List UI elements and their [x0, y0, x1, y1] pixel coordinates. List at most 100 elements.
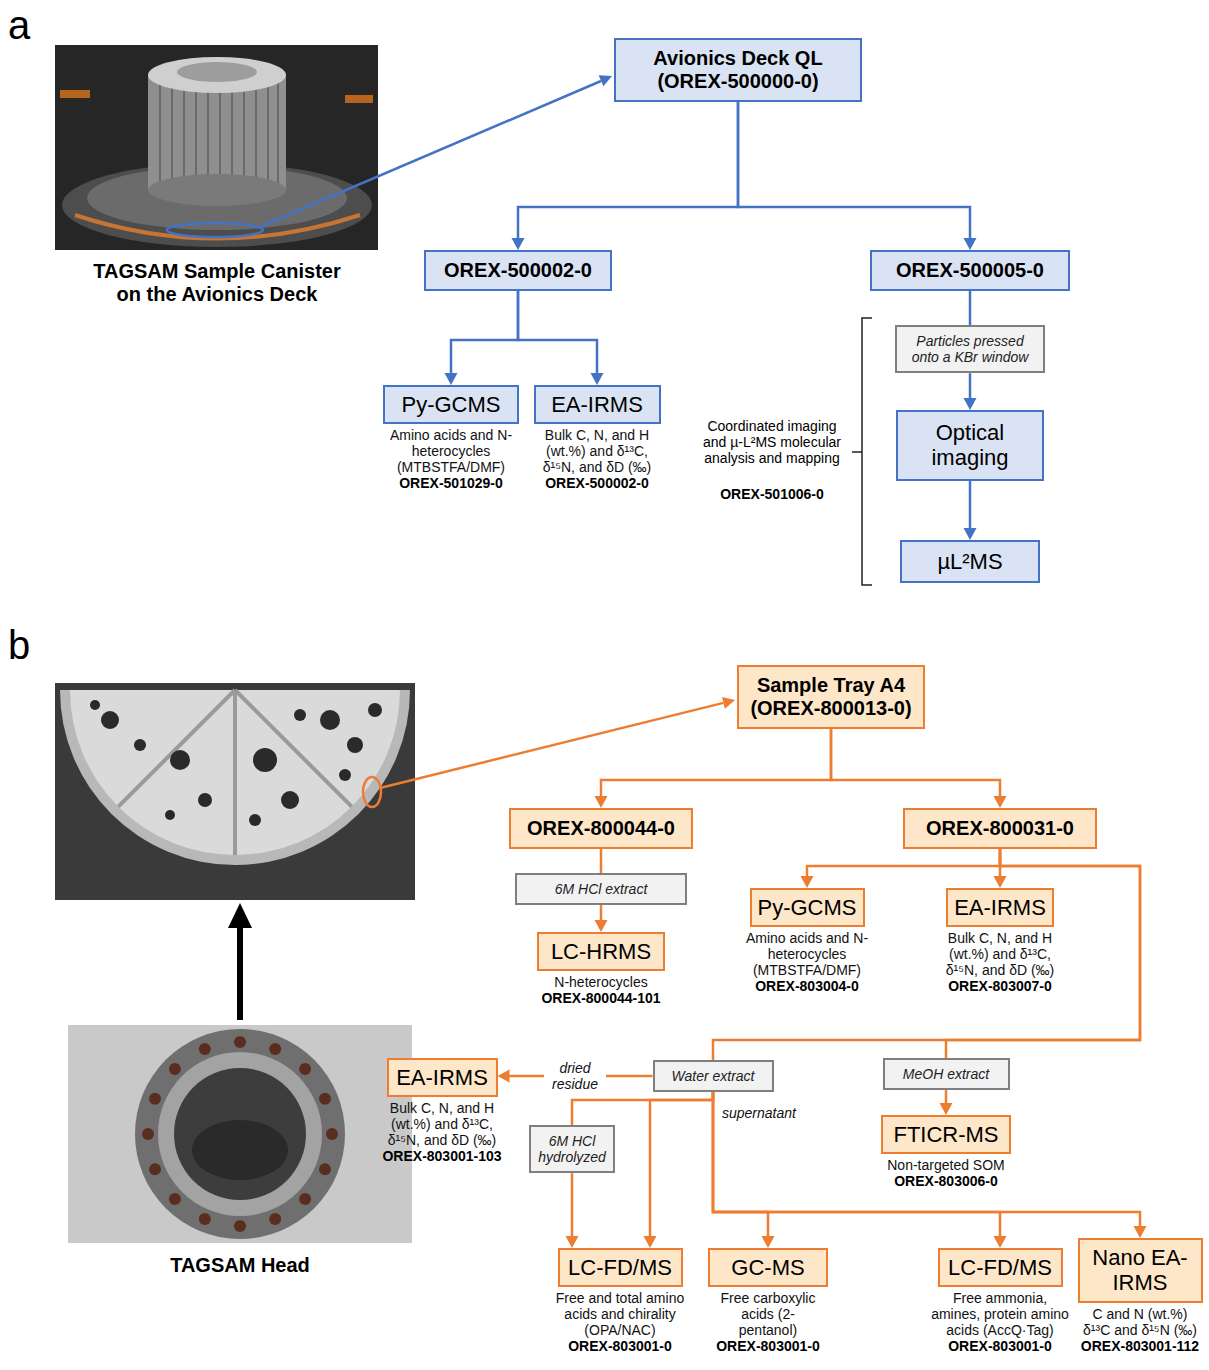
sample-box-title: Avionics Deck QL (OREX-500000-0) [614, 38, 862, 102]
connector-line [650, 1092, 713, 1238]
panel-letter: b [8, 622, 30, 668]
connector-line [601, 729, 831, 798]
sample-box-title: Sample Tray A4 (OREX-800013-0) [737, 665, 925, 729]
instrument-box-title: EA-IRMS [387, 1058, 498, 1097]
arrowhead [964, 528, 977, 540]
sample-id: OREX-803001-103 [382, 1148, 501, 1164]
sample-id: OREX-803007-0 [948, 978, 1052, 994]
sample-id: OREX-501029-0 [399, 475, 503, 491]
instrument-box-title: EA-IRMS [534, 385, 661, 424]
instrument-box: EA-IRMSBulk C, N, and H (wt.%) and δ¹³C,… [532, 385, 662, 491]
preparation-step-title: Water extract [653, 1060, 774, 1092]
preparation-step-title: 6M HCl extract [515, 873, 687, 905]
tagsam-head-photo [68, 1025, 412, 1243]
instrument-box: LC-FD/MSFree ammonia, amines, protein am… [928, 1248, 1073, 1354]
bracket [852, 318, 872, 585]
arrowhead [591, 373, 604, 385]
arrowhead [801, 876, 814, 888]
preparation-step: 6M HCl extract [515, 873, 687, 905]
sample-box-title: OREX-500002-0 [424, 250, 612, 291]
connector-line [969, 373, 972, 400]
instrument-box: Py-GCMSAmino acids and N-heterocycles (M… [383, 385, 519, 491]
method-caption: Bulk C, N, and H (wt.%) and δ¹³C, δ¹⁵N, … [377, 1100, 507, 1148]
connector [644, 1092, 714, 1248]
sample-box-title: OREX-500005-0 [870, 250, 1070, 291]
method-caption: Non-targeted SOM [876, 1157, 1016, 1173]
arrowhead [595, 796, 608, 808]
edge-label: supernatant [720, 1104, 798, 1122]
instrument-box-title: LC-FD/MS [558, 1248, 683, 1287]
arrowhead [566, 1236, 579, 1248]
connector [595, 905, 608, 932]
method-caption: Free carboxylic acids (2-pentanol) [712, 1290, 824, 1338]
sample-box: OREX-500002-0 [424, 250, 612, 291]
leader-arrow [262, 75, 612, 226]
method-caption: C and N (wt.%) δ¹³C and δ¹⁵N (‰) [1083, 1306, 1197, 1338]
instrument-box-title: LC-FD/MS [938, 1248, 1063, 1287]
edge-label: dried residue [544, 1059, 606, 1093]
connector [964, 373, 977, 410]
preparation-step-title: Particles pressed onto a KBr window [895, 325, 1045, 373]
sample-box: OREX-800031-0 [903, 808, 1097, 849]
sample-id: OREX-500002-0 [545, 475, 649, 491]
sample-box: OREX-500005-0 [870, 250, 1070, 291]
sample-id: OREX-803001-0 [948, 1338, 1052, 1354]
sample-id: OREX-803001-112 [1081, 1338, 1199, 1354]
connector-line [518, 102, 738, 240]
arrowhead [762, 1236, 775, 1248]
photo-caption: TAGSAM Head [170, 1254, 310, 1277]
connector-line [713, 1092, 1140, 1228]
sample-id: OREX-803004-0 [755, 978, 859, 994]
connector-line [600, 905, 603, 922]
connector [512, 102, 739, 250]
connector [831, 729, 1007, 808]
sample-id: OREX-803001-0 [568, 1338, 672, 1354]
instrument-box: µL²MS [900, 540, 1040, 583]
method-caption: Bulk C, N, and H (wt.%) and δ¹³C, δ¹⁵N, … [532, 427, 662, 475]
arrowhead [964, 238, 977, 250]
instrument-box-title: Py-GCMS [750, 888, 865, 927]
connector-line [600, 849, 603, 873]
instrument-box: Nano EA-IRMSC and N (wt.%) δ¹³C and δ¹⁵N… [1078, 1238, 1203, 1354]
connector [713, 1092, 1147, 1238]
arrowhead [498, 1070, 510, 1083]
connector-line [738, 102, 970, 240]
connector-line [945, 1090, 948, 1105]
arrowhead [445, 373, 458, 385]
instrument-box: LC-HRMSN-heterocyclesOREX-800044-101 [536, 932, 666, 1006]
arrowhead [994, 876, 1007, 888]
arrowhead [512, 238, 525, 250]
connector-line [713, 849, 1140, 1060]
instrument-box-title: FTICR-MS [881, 1115, 1011, 1154]
instrument-box: EA-IRMSBulk C, N, and H (wt.%) and δ¹³C,… [377, 1058, 507, 1164]
instrument-box-title: Py-GCMS [383, 385, 519, 424]
sample-id: OREX-803006-0 [894, 1173, 998, 1189]
connector [970, 291, 971, 325]
sample-id: OREX-803001-0 [716, 1338, 820, 1354]
arrowhead [994, 796, 1007, 808]
arrowhead [994, 1236, 1007, 1248]
instrument-box: FTICR-MS Non-targeted SOMOREX-803006-0 [876, 1115, 1016, 1189]
connector-line [518, 291, 597, 375]
sample-id: OREX-501006-0 [720, 486, 824, 502]
bracket-note: Coordinated imaging and µ-L²MS molecular… [702, 418, 842, 466]
connector [595, 729, 832, 808]
method-caption: Free ammonia, amines, protein amino acid… [928, 1290, 1073, 1338]
preparation-step: Particles pressed onto a KBr window [895, 325, 1045, 373]
method-caption: N-heterocycles [536, 974, 666, 990]
arrowhead [644, 1236, 657, 1248]
preparation-step: Water extract [653, 1060, 774, 1092]
photo-caption: TAGSAM Sample Canister on the Avionics D… [80, 260, 355, 306]
instrument-box: GC-MSFree carboxylic acids (2-pentanol)O… [708, 1248, 828, 1354]
instrument-box: Optical imaging [896, 410, 1044, 481]
arrowhead [1134, 1226, 1147, 1238]
up-arrow [228, 903, 252, 1020]
connector-line [451, 291, 518, 375]
instrument-box-title: LC-HRMS [537, 932, 665, 971]
connector-line [572, 1092, 713, 1125]
panel-letter: a [8, 2, 30, 48]
connector-line [807, 849, 1000, 878]
sample-box: Sample Tray A4 (OREX-800013-0) [737, 665, 925, 729]
